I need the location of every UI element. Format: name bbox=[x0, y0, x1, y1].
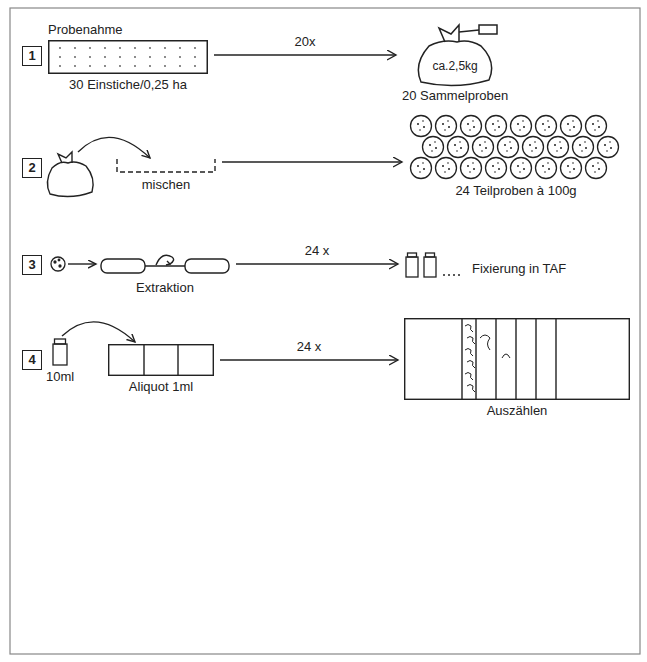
node-label: 30 Einstiche/0,25 ha bbox=[69, 77, 187, 93]
aliquot-arrow bbox=[62, 322, 135, 342]
frame bbox=[10, 8, 640, 654]
tray-node: mischen bbox=[116, 158, 216, 193]
step-number-box: 4 bbox=[22, 350, 42, 370]
node-label: mischen bbox=[142, 177, 190, 193]
bag-icon bbox=[47, 152, 93, 197]
weight-label: ca.2,5kg bbox=[409, 58, 501, 74]
bag-node: ca.2,5kg 20 Sammelproben bbox=[402, 22, 508, 104]
repeat-count: 24 x bbox=[303, 243, 332, 259]
subsamples bbox=[408, 114, 624, 180]
extr-node: Extraktion bbox=[100, 251, 230, 296]
balls-outline bbox=[408, 114, 624, 180]
step-number: 1 bbox=[28, 47, 35, 65]
chamber-node: Auszählen bbox=[404, 318, 630, 419]
mixing-tray bbox=[116, 158, 216, 174]
dish-node: Aliquot 1ml bbox=[108, 344, 214, 395]
node-label: Fixierung in TAF bbox=[472, 261, 566, 277]
vials-outline bbox=[404, 249, 466, 279]
dish-outline bbox=[108, 344, 214, 376]
flow-arrow bbox=[214, 54, 396, 56]
vial-outline bbox=[49, 336, 71, 366]
feed-arrow bbox=[68, 263, 96, 264]
counting-dish bbox=[108, 344, 214, 376]
vials-node: Fixierung in TAF bbox=[404, 249, 566, 279]
counting-chamber bbox=[404, 318, 630, 400]
heading: Probenahme bbox=[48, 22, 122, 38]
extraction-apparatus bbox=[100, 251, 230, 277]
node-label: Aliquot 1ml bbox=[129, 379, 193, 395]
tray-outline bbox=[116, 158, 216, 174]
node-label: Extraktion bbox=[136, 280, 194, 296]
node-label: 24 Teilproben à 100g bbox=[455, 183, 576, 199]
vial-node: 10ml bbox=[46, 336, 74, 385]
node-label: 20 Sammelproben bbox=[402, 88, 508, 104]
step-number: 3 bbox=[28, 256, 35, 274]
step-number: 4 bbox=[28, 351, 35, 369]
field-plot bbox=[48, 40, 208, 74]
flow-arrow bbox=[222, 161, 402, 163]
sample-vial bbox=[49, 336, 71, 366]
repeat-count: 20x bbox=[293, 34, 318, 50]
field-node: Probenahme 30 Einstiche/0,25 ha bbox=[48, 22, 208, 93]
extr-outline bbox=[100, 251, 230, 277]
step-number-box: 1 bbox=[22, 46, 42, 66]
flow-arrow bbox=[236, 263, 398, 265]
node-label: 10ml bbox=[46, 369, 74, 385]
step-number-box: 2 bbox=[22, 158, 42, 178]
step-number: 2 bbox=[28, 159, 35, 177]
node-label: Auszählen bbox=[487, 403, 548, 419]
field-outline bbox=[48, 40, 208, 74]
balls-node: 24 Teilproben à 100g bbox=[408, 114, 624, 199]
bag-outline bbox=[409, 22, 501, 88]
chamber-outline bbox=[404, 318, 630, 400]
fixation-vials bbox=[404, 249, 466, 279]
subsample-ball bbox=[51, 257, 65, 271]
repeat-count: 24 x bbox=[295, 339, 324, 355]
step-number-box: 3 bbox=[22, 255, 42, 275]
mixing-arrow bbox=[78, 137, 150, 158]
flow-arrow bbox=[220, 359, 398, 361]
sample-bag bbox=[409, 22, 501, 88]
